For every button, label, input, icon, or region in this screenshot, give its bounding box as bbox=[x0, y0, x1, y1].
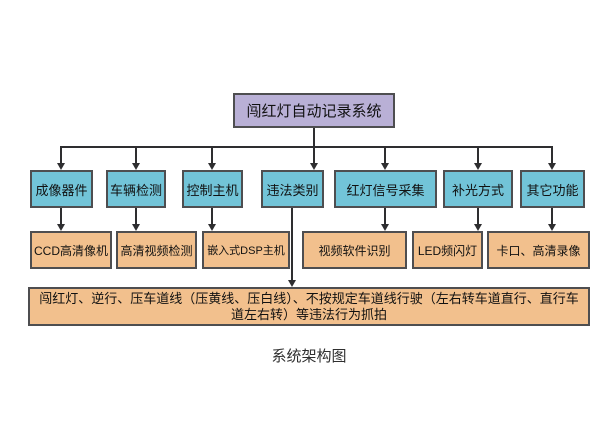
arrowhead-vehicle bbox=[132, 163, 140, 170]
level2-node-violation-type: 违法类别 bbox=[261, 170, 324, 208]
level2-node-vehicle-detection: 车辆检测 bbox=[106, 170, 166, 208]
arrowhead-led bbox=[474, 224, 482, 231]
arrowhead-redlight bbox=[381, 163, 389, 170]
connector-drop-filllight bbox=[477, 146, 479, 163]
connector-redlight-to-software bbox=[384, 208, 386, 225]
connector-bus bbox=[60, 146, 553, 148]
level3-node-hd-video-detection: 高清视频检测 bbox=[116, 231, 197, 269]
connector-drop-vehicle bbox=[135, 146, 137, 163]
level3-node-video-software-recognition: 视频软件识别 bbox=[302, 231, 407, 269]
violations-box: 闯红灯、逆行、压车道线（压黄线、压白线）、不按规定车道线行驶（左右转车道直行、直… bbox=[28, 287, 590, 326]
connector-control-to-dsp bbox=[211, 208, 213, 225]
level2-node-other-functions: 其它功能 bbox=[520, 170, 585, 208]
arrowhead-violations-box bbox=[288, 280, 296, 287]
connector-other-to-checkpoint bbox=[551, 208, 553, 225]
level2-node-control-host: 控制主机 bbox=[182, 170, 243, 208]
connector-imaging-to-ccd bbox=[60, 208, 62, 225]
diagram-caption: 系统架构图 bbox=[271, 348, 347, 365]
level3-node-ccd-hd-camera: CCD高清像机 bbox=[30, 231, 112, 269]
connector-drop-other bbox=[551, 146, 553, 163]
arrowhead-other bbox=[548, 163, 556, 170]
arrowhead-software-recognition bbox=[381, 224, 389, 231]
connector-violation-to-bottom bbox=[291, 208, 293, 281]
level2-node-imaging-device: 成像器件 bbox=[30, 170, 93, 208]
level3-node-checkpoint-hd-recording: 卡口、高清录像 bbox=[487, 231, 590, 269]
connector-drop-control bbox=[211, 146, 213, 163]
arrowhead-filllight bbox=[474, 163, 482, 170]
arrowhead-ccd bbox=[57, 224, 65, 231]
connector-drop-redlight bbox=[384, 146, 386, 163]
arrowhead-video-detection bbox=[132, 224, 140, 231]
connector-filllight-to-led bbox=[477, 208, 479, 225]
level3-node-led-strobe-light: LED频闪灯 bbox=[412, 231, 483, 269]
arrowhead-violation-type bbox=[310, 163, 318, 170]
arrowhead-control bbox=[208, 163, 216, 170]
violations-text: 闯红灯、逆行、压车道线（压黄线、压白线）、不按规定车道线行驶（左右转车道直行、直… bbox=[39, 290, 579, 322]
arrowhead-imaging bbox=[57, 163, 65, 170]
level2-node-redlight-signal-capture: 红灯信号采集 bbox=[334, 170, 437, 208]
connector-vehicle-to-video bbox=[135, 208, 137, 225]
connector-drop-imaging bbox=[60, 146, 62, 163]
arrowhead-dsp bbox=[208, 224, 216, 231]
root-node-title: 闯红灯自动记录系统 bbox=[233, 93, 395, 128]
arrowhead-checkpoint bbox=[548, 224, 556, 231]
level2-node-fill-light-mode: 补光方式 bbox=[443, 170, 513, 208]
level3-node-embedded-dsp-host: 嵌入式DSP主机 bbox=[202, 231, 290, 269]
